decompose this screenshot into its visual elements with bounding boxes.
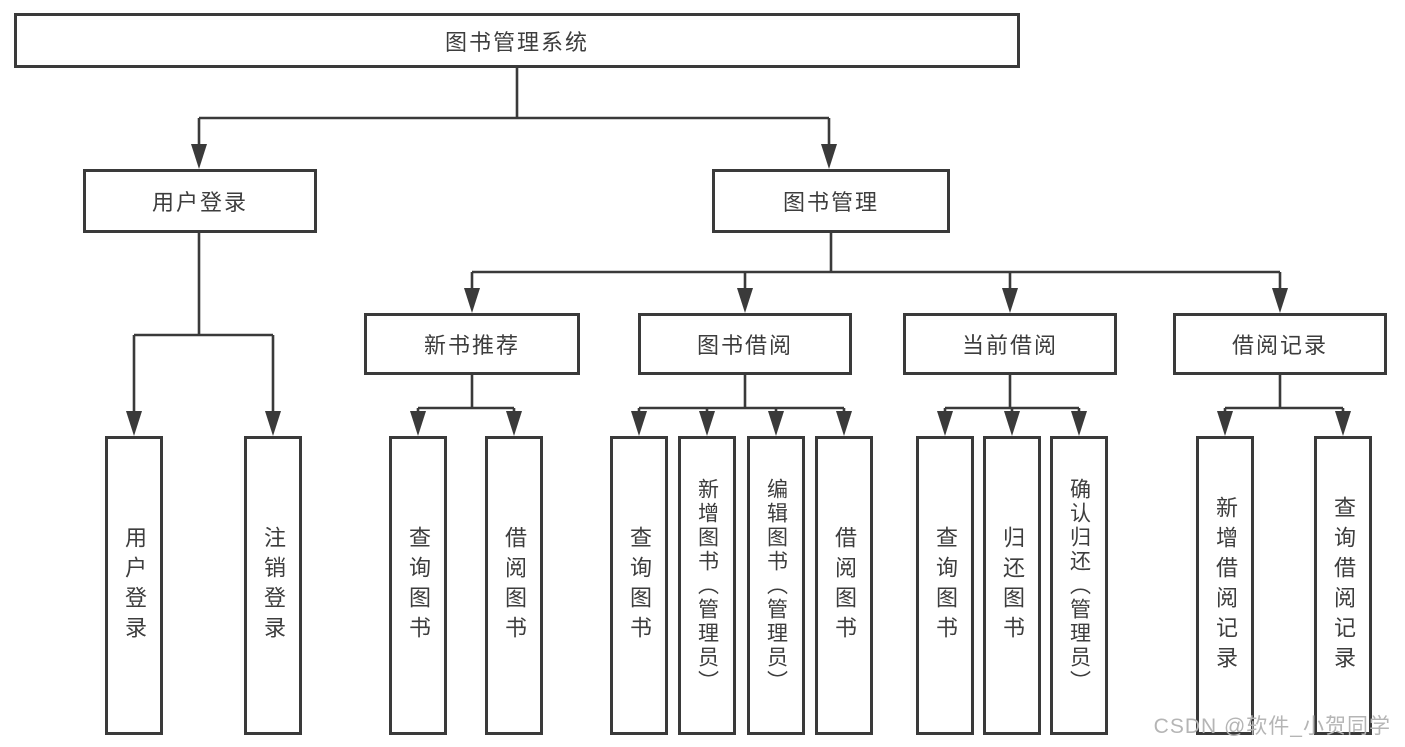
connector-borrowing-records [1223, 375, 1345, 413]
connector-new-book-recommend [416, 375, 516, 413]
arrowhead [1217, 411, 1233, 436]
node-new-book-recommend: 新书推荐 [364, 313, 580, 375]
arrowhead [937, 411, 953, 436]
csdn-watermark: CSDN @软件_小贺同学 [1153, 715, 1391, 738]
arrowhead [768, 411, 784, 436]
arrowhead [126, 411, 142, 436]
node-label: 借阅记录 [1231, 333, 1328, 358]
node-label: 图书管理系统 [444, 29, 589, 55]
connector-root [197, 68, 831, 146]
leaf-edit-books-admin: 编辑图书（管理员） [747, 436, 805, 735]
arrowhead [1071, 411, 1087, 436]
leaf-query-borrow-record: 查询借阅记录 [1314, 436, 1372, 735]
connector-user-login [132, 233, 275, 413]
arrowhead [737, 288, 753, 313]
arrowhead [1335, 411, 1351, 436]
leaf-add-borrow-record: 新增借阅记录 [1196, 436, 1254, 735]
node-label: 新书推荐 [423, 333, 520, 358]
leaf-borrow-books-recommend: 借阅图书 [485, 436, 543, 735]
node-label: 查询借阅记录 [1331, 495, 1356, 676]
node-label: 图书管理 [782, 190, 879, 215]
leaf-query-books-recommend: 查询图书 [389, 436, 447, 735]
node-label: 查询图书 [933, 525, 958, 646]
connector-book-management [470, 233, 1282, 290]
arrowhead [821, 144, 837, 169]
node-user-login: 用户登录 [83, 169, 317, 233]
connector-current-borrowing [943, 375, 1081, 413]
node-label: 借阅图书 [832, 525, 857, 646]
arrowhead [1272, 288, 1288, 313]
leaf-query-books-current: 查询图书 [916, 436, 974, 735]
arrowhead [506, 411, 522, 436]
node-label: 当前借阅 [961, 333, 1058, 358]
leaf-add-books-admin: 新增图书（管理员） [678, 436, 736, 735]
arrowhead [265, 411, 281, 436]
node-label: 查询图书 [406, 525, 431, 646]
arrowhead [410, 411, 426, 436]
node-label: 查询图书 [627, 525, 652, 646]
node-book-management: 图书管理 [712, 169, 950, 233]
node-label: 用户登录 [151, 190, 248, 215]
node-label: 新增图书（管理员） [695, 477, 719, 694]
node-label: 编辑图书（管理员） [764, 477, 788, 694]
arrowhead [1004, 411, 1020, 436]
node-label: 归还图书 [1000, 525, 1025, 646]
arrowhead [464, 288, 480, 313]
leaf-return-books: 归还图书 [983, 436, 1041, 735]
node-label: 借阅图书 [502, 525, 527, 646]
connector-book-borrowing [637, 375, 846, 413]
leaf-query-books-borrowing: 查询图书 [610, 436, 668, 735]
node-label: 确认归还（管理员） [1067, 477, 1091, 694]
node-label: 用户登录 [122, 525, 147, 646]
arrowhead [1002, 288, 1018, 313]
node-book-borrowing: 图书借阅 [638, 313, 852, 375]
arrowhead [836, 411, 852, 436]
node-label: 图书借阅 [696, 333, 793, 358]
leaf-confirm-return-admin: 确认归还（管理员） [1050, 436, 1108, 735]
arrowhead [699, 411, 715, 436]
arrowhead [191, 144, 207, 169]
node-borrowing-records: 借阅记录 [1173, 313, 1387, 375]
node-label: 注销登录 [261, 525, 286, 646]
node-library-system: 图书管理系统 [14, 13, 1020, 68]
leaf-logout: 注销登录 [244, 436, 302, 735]
node-current-borrowing: 当前借阅 [903, 313, 1117, 375]
arrowhead [631, 411, 647, 436]
node-label: 新增借阅记录 [1213, 495, 1238, 676]
leaf-borrow-books-borrowing: 借阅图书 [815, 436, 873, 735]
leaf-user-login: 用户登录 [105, 436, 163, 735]
